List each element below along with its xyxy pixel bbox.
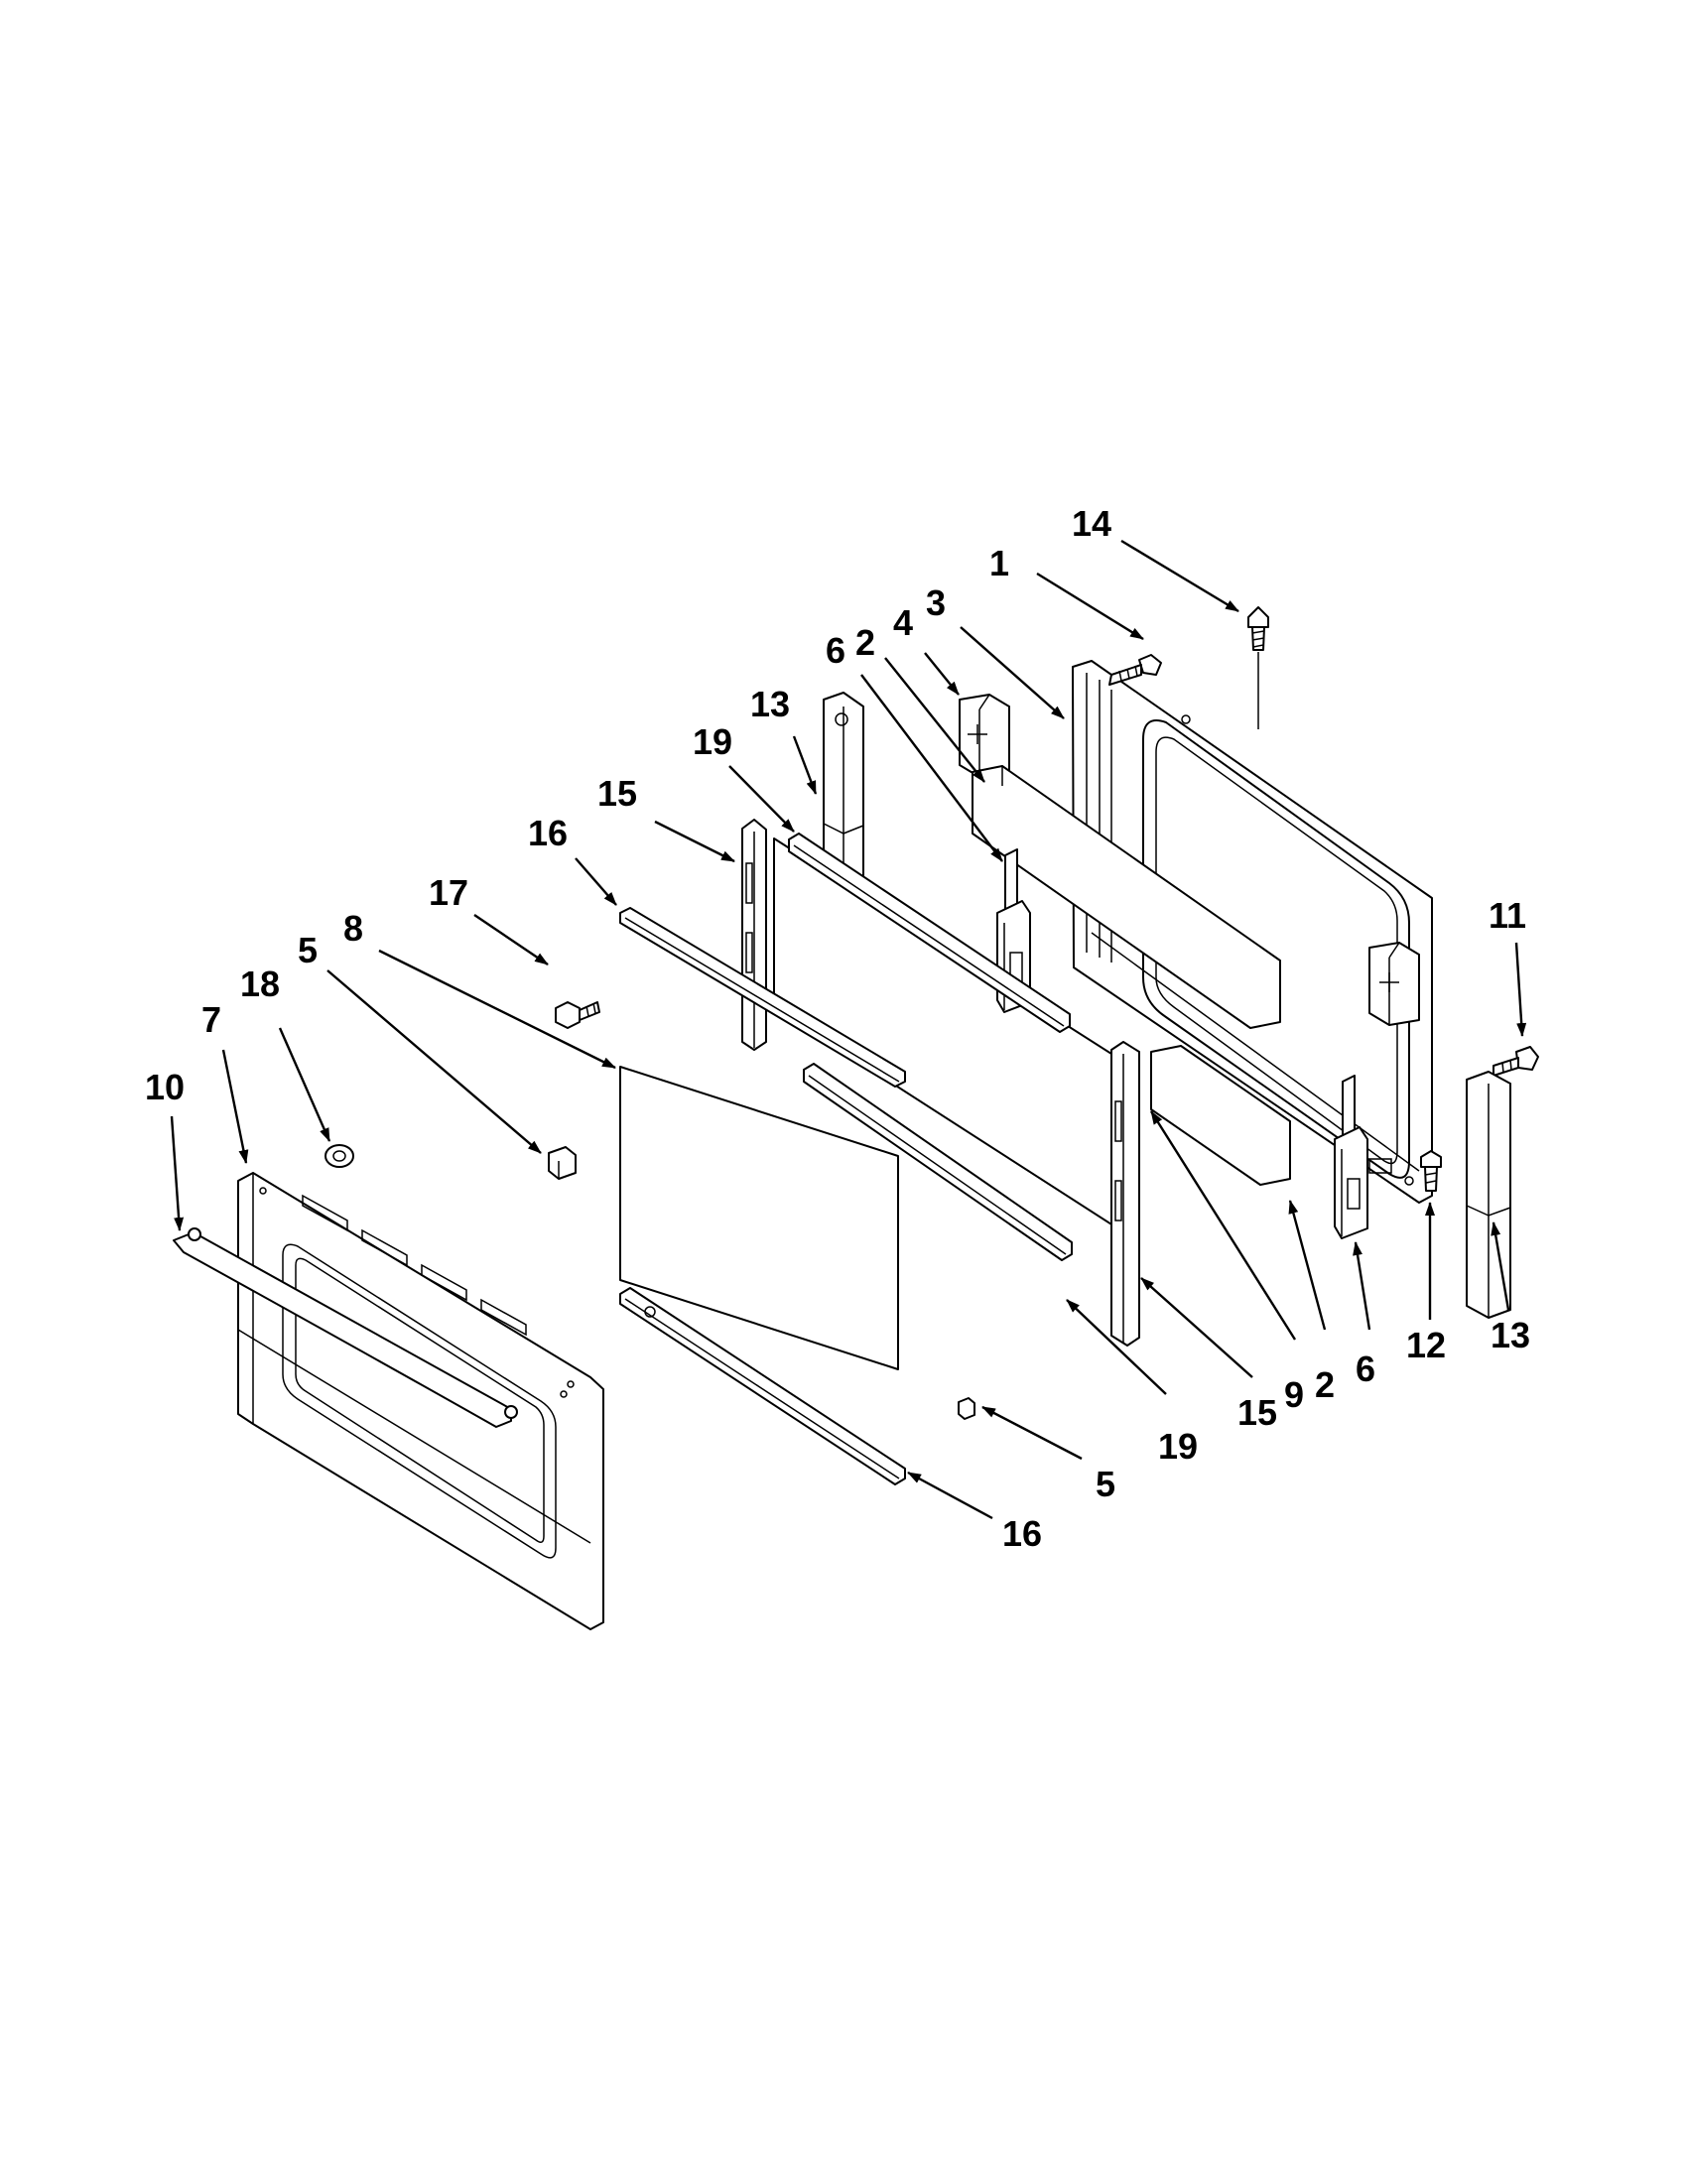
screw-17 (555, 1001, 600, 1029)
callout-7: 7 (201, 999, 221, 1040)
glass-bracket-15-left (741, 819, 767, 1051)
leader-c15b (1140, 1277, 1253, 1378)
callout-5-lower: 5 (1096, 1464, 1115, 1504)
callout-17: 17 (429, 872, 468, 913)
leader-c8 (378, 949, 616, 1070)
leader-c1 (1036, 572, 1144, 641)
callout-6-lower: 6 (1356, 1349, 1375, 1389)
callout-8: 8 (343, 908, 363, 949)
leader-c6b (1353, 1241, 1371, 1331)
leader-c2b (1288, 1200, 1327, 1331)
callout-19-lower: 19 (1158, 1426, 1198, 1467)
outer-door-panel-7 (237, 1172, 604, 1630)
inner-door-frame (1072, 660, 1433, 1204)
leader-c7 (221, 1049, 249, 1164)
leader-c11 (1514, 942, 1527, 1037)
callout-18: 18 (240, 964, 280, 1004)
callout-6-upper: 6 (826, 630, 845, 671)
callout-16-lower: 16 (1002, 1513, 1042, 1554)
leader-c13a (792, 735, 818, 795)
clip-5-lower (958, 1397, 975, 1420)
door-handle-10 (173, 1227, 518, 1428)
leader-c18 (278, 1027, 331, 1142)
callout-labels: 14 1 4 3 2 6 13 19 15 16 17 8 5 18 7 10 … (145, 503, 1530, 1554)
leader-c13b (1491, 1221, 1510, 1311)
screw-1 (1108, 654, 1162, 686)
leader-c6a (860, 674, 1003, 862)
clip-5-upper (548, 1146, 577, 1180)
hinge-6-lower (1334, 1075, 1368, 1239)
callout-1: 1 (989, 543, 1009, 583)
leader-c4 (924, 652, 960, 696)
callout-19-upper: 19 (693, 721, 732, 762)
leader-c10 (170, 1115, 185, 1231)
leader-lines (170, 539, 1527, 1520)
insulation-block-right (1368, 942, 1420, 1026)
leader-c16b (907, 1471, 993, 1520)
leader-c9 (1149, 1110, 1297, 1341)
glass-panel-8 (619, 1066, 899, 1370)
callout-13-upper: 13 (750, 684, 790, 724)
callout-12: 12 (1406, 1325, 1446, 1365)
leader-c19b (1066, 1299, 1167, 1395)
callout-16-upper: 16 (528, 813, 568, 853)
callout-15-upper: 15 (597, 773, 637, 814)
leader-c17 (473, 914, 549, 965)
leader-c2a (884, 657, 985, 783)
callout-2-lower: 2 (1315, 1364, 1335, 1405)
glass-channel-19-lower (803, 1063, 1073, 1261)
callout-5-upper: 5 (298, 930, 318, 970)
leader-c19a (728, 765, 795, 833)
callout-3: 3 (926, 582, 946, 623)
screw-12 (1420, 1150, 1442, 1192)
callout-4: 4 (893, 602, 913, 643)
insulation-strip-2-upper (972, 765, 1281, 1029)
glass-bracket-15-right (1110, 1041, 1140, 1347)
leader-c15a (654, 820, 735, 863)
parts-layer (173, 606, 1539, 1630)
insulation-block-4 (959, 694, 1010, 778)
screw-14 (1247, 606, 1269, 729)
leader-c14 (1120, 539, 1239, 613)
insulation-strip-2-lower (1150, 1045, 1291, 1186)
callout-13-lower: 13 (1491, 1315, 1530, 1355)
callout-14: 14 (1072, 503, 1111, 544)
glass-channel-19-upper (788, 833, 1071, 1033)
glass-retainer-16-lower (619, 1287, 906, 1485)
callout-10: 10 (145, 1067, 185, 1107)
leader-c3 (960, 626, 1065, 719)
screw-11 (1492, 1046, 1539, 1077)
callout-2-upper: 2 (855, 622, 875, 663)
leader-c16a (575, 857, 617, 906)
leader-c5b (981, 1405, 1083, 1461)
leader-c5a (326, 969, 542, 1154)
callout-15-lower: 15 (1237, 1392, 1277, 1433)
glass-retainer-16-upper (619, 907, 906, 1088)
callout-9: 9 (1284, 1374, 1304, 1415)
callout-11: 11 (1489, 895, 1526, 936)
grommet-18 (324, 1144, 354, 1168)
